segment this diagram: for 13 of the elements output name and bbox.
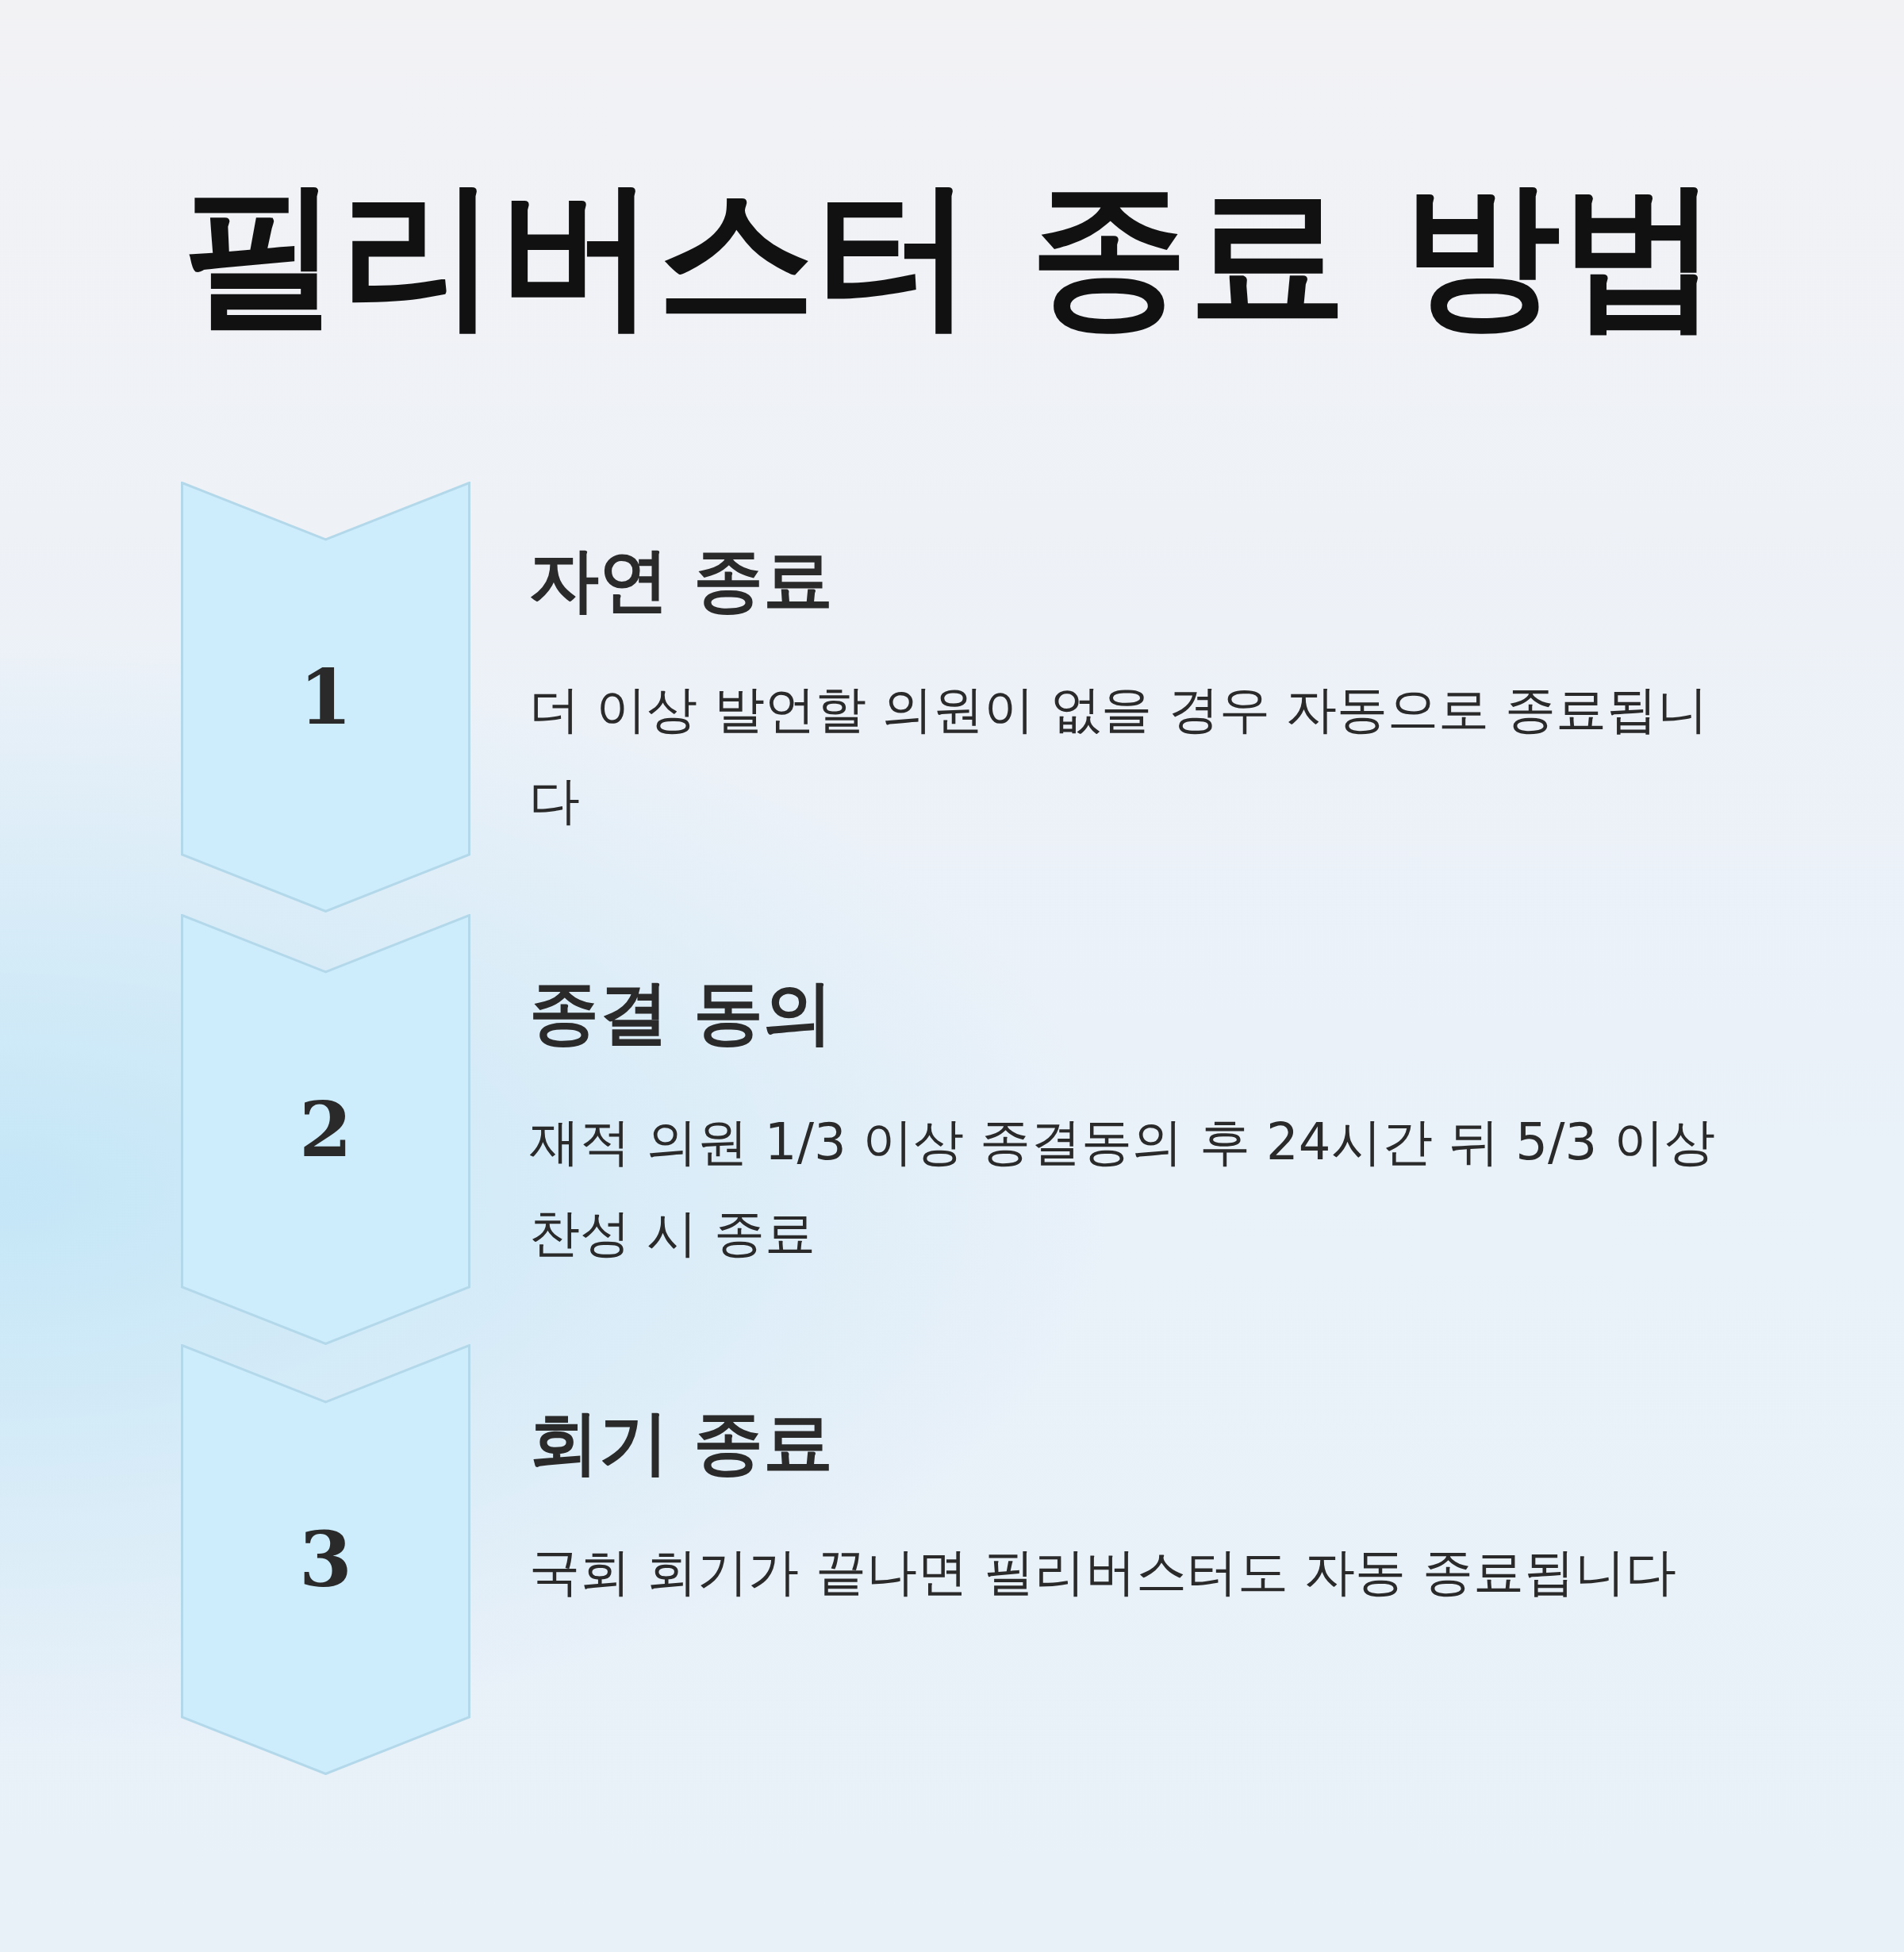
step-description: 더 이상 발언할 의원이 없을 경우 자동으로 종료됩니다 xyxy=(529,679,1710,832)
chevron-shape xyxy=(181,482,470,913)
step-number: 1 xyxy=(299,652,352,742)
step-heading: 종결 동의 xyxy=(529,970,833,1055)
title: 필리버스터 종료 방법 xyxy=(181,160,1720,348)
chevron-shape xyxy=(181,914,470,1345)
step-number: 3 xyxy=(299,1515,352,1604)
step-description: 국회 회기가 끝나면 필리버스터도 자동 종료됩니다 xyxy=(529,1542,1677,1603)
step-heading: 회기 종료 xyxy=(529,1401,833,1485)
chevron-shape xyxy=(181,1344,470,1775)
step-number: 2 xyxy=(299,1085,352,1174)
step-heading: 자연 종료 xyxy=(529,538,833,622)
step-description: 재적 의원 1/3 이상 종결동의 후 24시간 뒤 5/3 이상 찬성 시 종료 xyxy=(529,1112,1716,1264)
